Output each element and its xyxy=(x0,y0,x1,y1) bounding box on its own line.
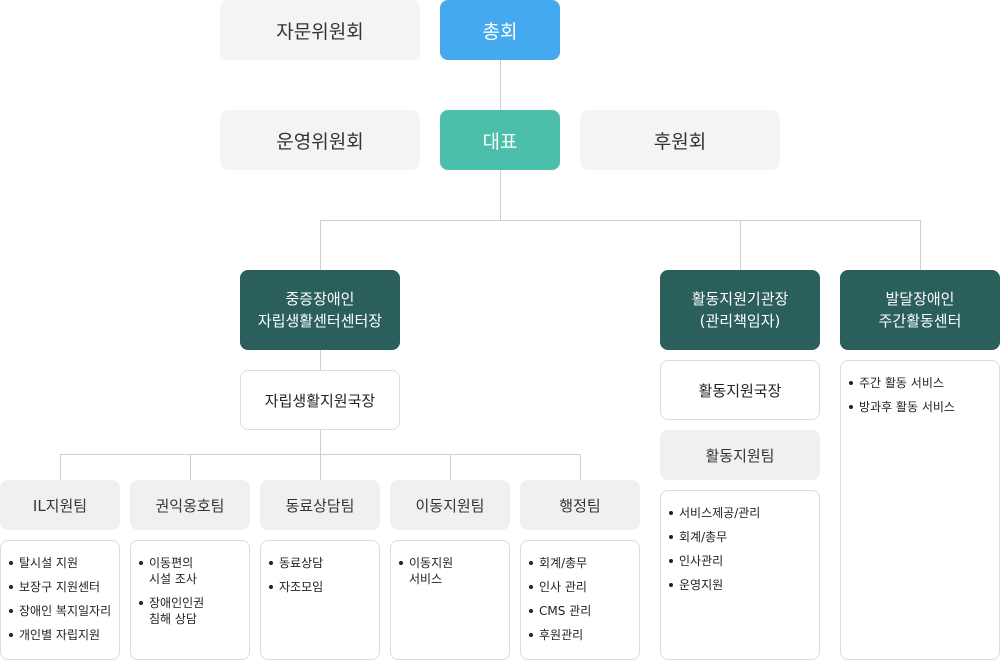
list-item: CMS 관리 xyxy=(529,603,633,619)
activity-agency-head-box: 활동지원기관장 (관리책임자) xyxy=(660,270,820,350)
list-item: 장애인 복지일자리 xyxy=(9,603,113,619)
list-item: 동료상담 xyxy=(269,555,373,571)
activity-support-team-box: 활동지원팀 xyxy=(660,430,820,480)
connector-line xyxy=(580,454,581,480)
advisory-committee-box: 자문위원회 xyxy=(220,0,420,60)
list-item: 이동지원 서비스 xyxy=(399,555,503,587)
list-item: 자조모임 xyxy=(269,579,373,595)
peer-counseling-team-list: 동료상담 자조모임 xyxy=(260,540,380,660)
operating-committee-box: 운영위원회 xyxy=(220,110,420,170)
connector-line xyxy=(740,220,741,270)
team-box-peer-counseling: 동료상담팀 xyxy=(260,480,380,530)
list-item: 운영지원 xyxy=(669,577,813,593)
connector-line xyxy=(920,220,921,270)
activity-team-duties-list: 서비스제공/관리 회계/총무 인사관리 운영지원 xyxy=(660,490,820,660)
activity-agency-line2: (관리책임자) xyxy=(699,312,781,330)
advocacy-team-list: 이동편의 시설 조사 장애인인권 침해 상담 xyxy=(130,540,250,660)
il-center-line2: 자립생활센터센터장 xyxy=(257,312,383,330)
connector-line xyxy=(320,430,321,454)
list-item: 회계/총무 xyxy=(669,529,813,545)
list-item: 장애인인권 침해 상담 xyxy=(139,595,243,627)
general-assembly-box: 총회 xyxy=(440,0,560,60)
team-box-il-support: IL지원팀 xyxy=(0,480,120,530)
il-support-team-list: 탈시설 지원 보장구 지원센터 장애인 복지일자리 개인별 자립지원 xyxy=(0,540,120,660)
developmental-center-line2: 주간활동센터 xyxy=(878,312,962,330)
connector-line xyxy=(500,170,501,220)
connector-line xyxy=(450,454,451,480)
list-item: 보장구 지원센터 xyxy=(9,579,113,595)
mobility-support-team-list: 이동지원 서비스 xyxy=(390,540,510,660)
list-item: 서비스제공/관리 xyxy=(669,505,813,521)
connector-line xyxy=(320,220,321,270)
list-item: 인사 관리 xyxy=(529,579,633,595)
team-box-advocacy: 권익옹호팀 xyxy=(130,480,250,530)
developmental-center-line1: 발달장애인 xyxy=(885,290,955,308)
il-support-director-box: 자립생활지원국장 xyxy=(240,370,400,430)
list-item: 방과후 활동 서비스 xyxy=(849,399,993,415)
list-item: 후원관리 xyxy=(529,627,633,643)
connector-line xyxy=(320,454,321,480)
il-center-director-box: 중증장애인 자립생활센터센터장 xyxy=(240,270,400,350)
representative-box: 대표 xyxy=(440,110,560,170)
team-box-mobility-support: 이동지원팀 xyxy=(390,480,510,530)
connector-line xyxy=(190,454,191,480)
connector-line xyxy=(320,220,921,221)
list-item: 주간 활동 서비스 xyxy=(849,375,993,391)
connector-line xyxy=(60,454,61,480)
developmental-services-list: 주간 활동 서비스 방과후 활동 서비스 xyxy=(840,360,1000,660)
developmental-center-box: 발달장애인 주간활동센터 xyxy=(840,270,1000,350)
list-item: 개인별 자립지원 xyxy=(9,627,113,643)
activity-agency-line1: 활동지원기관장 xyxy=(691,290,789,308)
il-center-line1: 중증장애인 xyxy=(285,290,355,308)
list-item: 인사관리 xyxy=(669,553,813,569)
support-association-box: 후원회 xyxy=(580,110,780,170)
administration-team-list: 회계/총무 인사 관리 CMS 관리 후원관리 xyxy=(520,540,640,660)
list-item: 이동편의 시설 조사 xyxy=(139,555,243,587)
list-item: 탈시설 지원 xyxy=(9,555,113,571)
list-item: 회계/총무 xyxy=(529,555,633,571)
team-box-administration: 행정팀 xyxy=(520,480,640,530)
connector-line xyxy=(320,350,321,370)
connector-line xyxy=(500,60,501,110)
activity-support-director-box: 활동지원국장 xyxy=(660,360,820,420)
